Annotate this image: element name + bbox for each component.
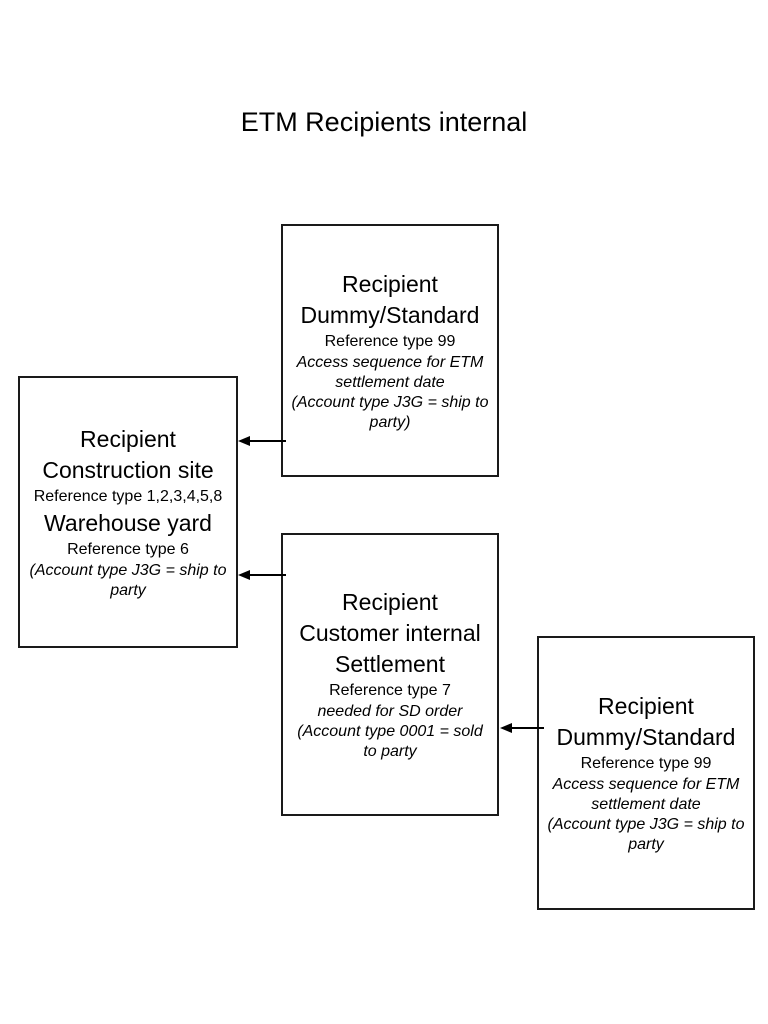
node-line-title: Recipient	[342, 589, 438, 615]
node-line-title: Recipient	[80, 425, 176, 452]
node-line-access-sequence: Access sequence for ETM settlement date	[552, 776, 740, 813]
node-line-reference-type: Reference type 99	[324, 332, 456, 350]
node-recipient-construction-warehouse[interactable]: Recipient Construction site Reference ty…	[18, 376, 238, 648]
node-line-account-type: (Account type J3G = ship to party)	[291, 393, 489, 431]
edge-bottom-to-middle-arrow	[500, 723, 544, 733]
node-line-subtitle: Dummy/Standard	[556, 724, 736, 750]
edge-top-to-left-arrow	[238, 436, 286, 446]
node-line-reference-type-construction: Reference type 1,2,3,4,5,8	[33, 487, 223, 505]
node-line-needed-for: needed for SD order	[317, 703, 463, 720]
node-recipient-customer-internal-settlement[interactable]: Recipient Customer internal Settlement R…	[281, 533, 499, 816]
node-line-reference-type: Reference type 7	[329, 682, 451, 699]
node-line-subtitle: Customer internal Settlement	[299, 620, 481, 677]
node-line-account-type: (Account type 0001 = sold to party	[297, 723, 483, 760]
node-line-reference-type-warehouse: Reference type 6	[67, 540, 189, 558]
node-line-account-type: (Account type J3G = ship to party	[547, 816, 745, 853]
node-line-title: Recipient	[598, 693, 694, 719]
node-recipient-dummy-standard-bottom[interactable]: Recipient Dummy/Standard Reference type …	[537, 636, 755, 910]
node-line-title: Recipient	[342, 270, 438, 297]
node-line-subtitle: Dummy/Standard	[300, 301, 480, 328]
node-line-reference-type: Reference type 99	[580, 755, 712, 772]
node-line-access-sequence: Access sequence for ETM settlement date	[296, 353, 484, 391]
node-line-construction-site: Construction site	[42, 456, 214, 483]
node-line-warehouse-yard: Warehouse yard	[44, 509, 212, 536]
edge-middle-to-left-arrow	[238, 570, 286, 580]
node-line-account-type: (Account type J3G = ship to party	[29, 561, 227, 599]
page-title: ETM Recipients internal	[240, 107, 528, 137]
node-recipient-dummy-standard-top[interactable]: Recipient Dummy/Standard Reference type …	[281, 224, 499, 477]
